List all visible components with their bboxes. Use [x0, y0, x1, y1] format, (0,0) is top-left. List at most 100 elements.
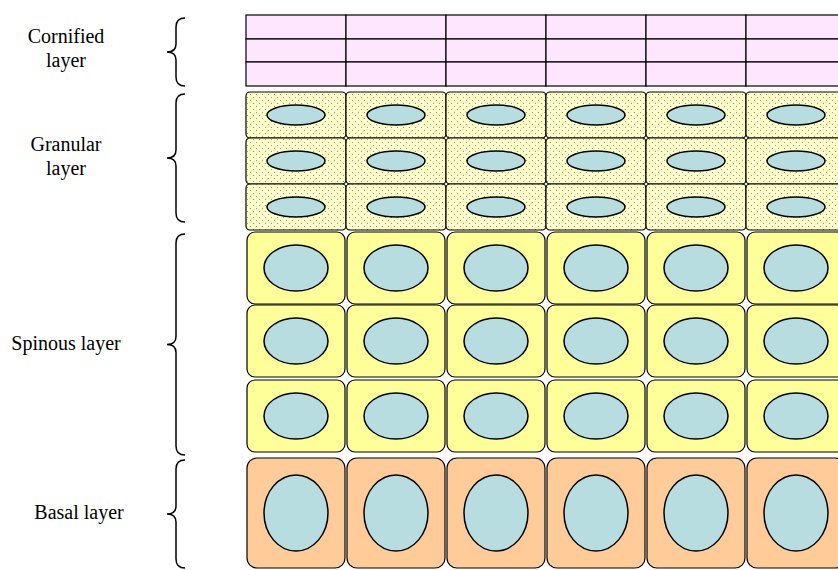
spinous-cell [247, 232, 345, 304]
granular-cell [546, 184, 646, 230]
spinous-cell [647, 232, 745, 304]
basal-nucleus [764, 475, 828, 551]
cornified-cell [746, 15, 838, 39]
spinous-nucleus [364, 393, 428, 439]
basal-nucleus [264, 475, 328, 551]
granular-cell [446, 184, 546, 230]
layer-bracket [167, 94, 185, 222]
cornified-cell [646, 39, 746, 62]
layer-label: Basal layer [4, 500, 154, 524]
layer-label: Spinous layer [11, 331, 121, 355]
spinous-nucleus [364, 318, 428, 364]
cornified-cell [646, 15, 746, 39]
cornified-cell [246, 15, 346, 39]
spinous-cell [647, 305, 745, 377]
spinous-nucleus [564, 318, 628, 364]
granular-nucleus [467, 105, 525, 125]
granular-nucleus [767, 105, 825, 125]
spinous-cell [447, 380, 545, 452]
basal-cell [447, 458, 545, 568]
granular-cell [546, 138, 646, 184]
spinous-nucleus [264, 245, 328, 291]
cornified-cell [346, 39, 446, 62]
basal-nucleus [664, 475, 728, 551]
granular-nucleus [667, 197, 725, 217]
granular-cell [746, 92, 838, 138]
cornified-cell [246, 39, 346, 62]
granular-cell [246, 138, 346, 184]
granular-nucleus [767, 197, 825, 217]
cornified-cell [446, 39, 546, 62]
granular-cell [446, 92, 546, 138]
spinous-cell [547, 232, 645, 304]
granular-cell [646, 184, 746, 230]
cornified-cell [746, 62, 838, 86]
granular-cell [746, 138, 838, 184]
spinous-cell [347, 305, 445, 377]
granular-nucleus [467, 197, 525, 217]
spinous-cell [747, 380, 838, 452]
cornified-cell [346, 15, 446, 39]
layer-bracket [167, 234, 185, 455]
spinous-nucleus [464, 245, 528, 291]
spinous-cell [447, 232, 545, 304]
spinous-nucleus [664, 318, 728, 364]
spinous-nucleus [664, 245, 728, 291]
granular-nucleus [567, 151, 625, 171]
granular-cell [346, 92, 446, 138]
spinous-nucleus [564, 393, 628, 439]
cells [246, 15, 838, 568]
spinous-nucleus [764, 245, 828, 291]
granular-cell [346, 138, 446, 184]
granular-nucleus [267, 151, 325, 171]
spinous-nucleus [364, 245, 428, 291]
spinous-nucleus [264, 318, 328, 364]
basal-cell [547, 458, 645, 568]
layer-bracket [167, 460, 185, 568]
spinous-cell [247, 305, 345, 377]
cornified-cell [546, 62, 646, 86]
granular-cell [746, 184, 838, 230]
granular-nucleus [567, 197, 625, 217]
layer-bracket [167, 18, 185, 86]
granular-nucleus [467, 151, 525, 171]
spinous-cell [647, 380, 745, 452]
spinous-nucleus [564, 245, 628, 291]
spinous-nucleus [264, 393, 328, 439]
granular-nucleus [667, 151, 725, 171]
granular-nucleus [267, 105, 325, 125]
cornified-cell [446, 62, 546, 86]
granular-nucleus [267, 197, 325, 217]
spinous-nucleus [764, 393, 828, 439]
granular-cell [646, 92, 746, 138]
basal-cell [647, 458, 745, 568]
layer-label: Cornified layer [11, 24, 121, 72]
spinous-cell [547, 380, 645, 452]
spinous-nucleus [464, 318, 528, 364]
cornified-cell [346, 62, 446, 86]
spinous-cell [747, 232, 838, 304]
spinous-nucleus [764, 318, 828, 364]
granular-cell [246, 92, 346, 138]
spinous-cell [747, 305, 838, 377]
cornified-cell [546, 15, 646, 39]
basal-nucleus [364, 475, 428, 551]
spinous-cell [247, 380, 345, 452]
basal-nucleus [464, 475, 528, 551]
layer-label: Granular layer [11, 132, 121, 180]
spinous-cell [347, 232, 445, 304]
cornified-cell [646, 62, 746, 86]
spinous-cell [347, 380, 445, 452]
cornified-cell [246, 62, 346, 86]
spinous-nucleus [464, 393, 528, 439]
brackets [167, 18, 185, 568]
granular-cell [546, 92, 646, 138]
spinous-cell [447, 305, 545, 377]
granular-nucleus [367, 105, 425, 125]
granular-cell [246, 184, 346, 230]
granular-nucleus [367, 151, 425, 171]
granular-nucleus [567, 105, 625, 125]
granular-cell [646, 138, 746, 184]
